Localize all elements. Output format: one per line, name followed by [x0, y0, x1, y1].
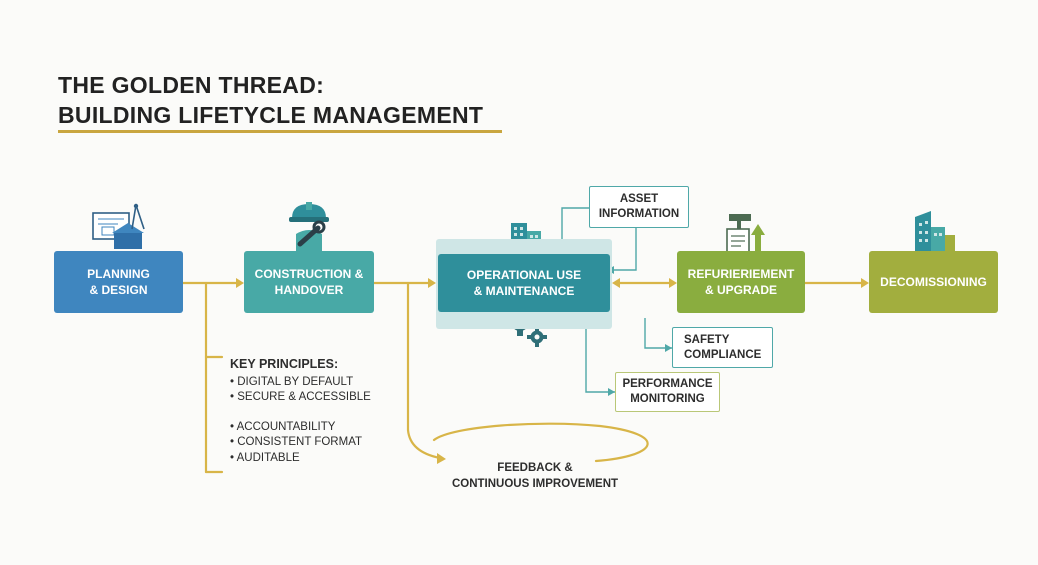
- demolition-building-icon: [915, 211, 955, 251]
- stage-label-line-1: REFURIERIEMENT: [687, 267, 795, 281]
- stage-label-line-2: & MAINTENANCE: [473, 284, 575, 298]
- stage-label-line-2: HANDOVER: [274, 283, 344, 297]
- stage-label-line-2: & UPGRADE: [704, 283, 777, 297]
- stage-operational-use-maintenance: OPERATIONAL USE & MAINTENANCE: [438, 254, 610, 312]
- stage-planning-design: PLANNING & DESIGN: [54, 251, 183, 313]
- callout-asset-information: ASSET INFORMATION: [589, 186, 689, 228]
- blueprint-drafting-icon: [92, 203, 145, 249]
- stage-label-line-1: DECOMISSIONING: [880, 275, 987, 289]
- stage-construction-handover: CONSTRUCTION & HANDOVER: [244, 251, 374, 313]
- construction-worker-icon: [289, 202, 329, 252]
- callout-safety-compliance: SAFETY COMPLIANCE: [672, 327, 773, 368]
- callout-line-1: SAFETY: [684, 333, 730, 346]
- principle-item: DIGITAL BY DEFAULT: [230, 375, 371, 391]
- feedback-label: FEEDBACK & CONTINUOUS IMPROVEMENT: [440, 460, 630, 492]
- stage-decommissioning: DECOMISSIONING: [869, 251, 998, 313]
- stage-refurbishment-upgrade: REFURIERIEMENT & UPGRADE: [677, 251, 805, 313]
- callout-performance-monitoring: PERFORMANCE MONITORING: [615, 372, 720, 412]
- callout-line-1: PERFORMANCE: [622, 378, 713, 390]
- principle-item: CONSISTENT FORMAT: [230, 435, 371, 451]
- feedback-line-1: FEEDBACK &: [497, 462, 573, 474]
- principle-item: AUDITABLE: [230, 451, 371, 467]
- stage-label-line-2: & DESIGN: [89, 283, 148, 297]
- title-underline: [58, 130, 502, 133]
- callout-line-2: MONITORING: [630, 393, 705, 405]
- feedback-line-2: CONTINUOUS IMPROVEMENT: [451, 478, 619, 490]
- key-principles-heading: KEY PRINCIPLES:: [230, 357, 339, 371]
- crane-upgrade-icon: [726, 214, 765, 252]
- stage-label-line-1: CONSTRUCTION &: [254, 267, 364, 281]
- principle-gap: [230, 406, 371, 420]
- title-line-1: THE GOLDEN THREAD:: [58, 72, 325, 98]
- stage-label-line-1: OPERATIONAL USE: [466, 268, 582, 282]
- callout-line-2: COMPLIANCE: [684, 348, 762, 361]
- page-title: THE GOLDEN THREAD: BUILDING LIFETYCLE MA…: [58, 70, 483, 130]
- stage-label-line-1: PLANNING: [87, 267, 150, 281]
- principle-item: ACCOUNTABILITY: [230, 420, 371, 436]
- callout-line-1: ASSET: [619, 193, 659, 205]
- title-line-2: BUILDING LIFETYCLE MANAGEMENT: [58, 102, 484, 128]
- callout-line-2: INFORMATION: [598, 208, 680, 220]
- key-principles: KEY PRINCIPLES: DIGITAL BY DEFAULT SECUR…: [230, 357, 371, 466]
- principle-item: SECURE & ACCESSIBLE: [230, 390, 371, 406]
